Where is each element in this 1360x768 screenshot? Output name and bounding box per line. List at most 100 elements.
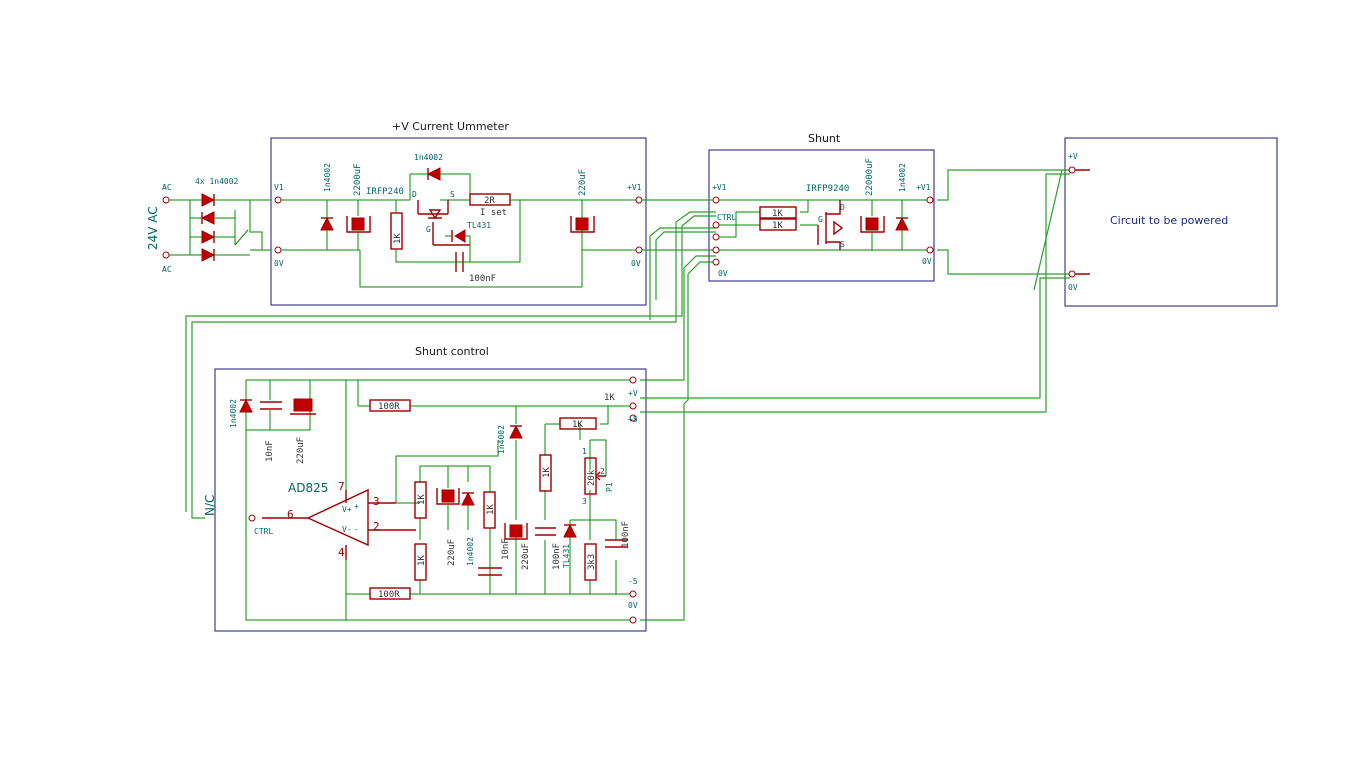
control-r1k-e (559, 417, 597, 430)
control-r1k-a-label: 1K (417, 494, 427, 505)
control-cap2-label: 220uF (296, 437, 306, 464)
control-m5-label: -5 (628, 577, 638, 586)
control-r3k3 (584, 543, 597, 581)
control-cap6-label: 100nF (552, 543, 562, 570)
ammeter-2r-label: 2R (484, 196, 495, 206)
shunt-resistor-1 (759, 206, 797, 219)
shunt-ctrl-pin-3[interactable] (712, 246, 720, 254)
shunt-v1-out-pin[interactable] (926, 196, 934, 204)
shunt-mosfet-label: IRFP9240 (806, 184, 849, 194)
shunt-diode (895, 200, 909, 250)
ammeter-mosfet-s: S (450, 190, 455, 199)
control-ctrl-pin[interactable] (248, 514, 256, 522)
shunt-ctrl-pin-2[interactable] (712, 233, 720, 241)
control-cap-100nf (535, 527, 556, 536)
ammeter-cap-220uf (570, 216, 595, 233)
opamp-pin-2: 2 (373, 520, 380, 533)
control-ctrl-label: CTRL (254, 527, 273, 536)
control-5-pin-b[interactable] (629, 414, 637, 422)
control-diode2-label: 1n4002 (466, 537, 475, 566)
opamp-vminus: V- (342, 525, 352, 534)
ammeter-title: +V Current Ummeter (392, 120, 509, 133)
ammeter-mosfet (417, 200, 470, 246)
control-diode3-label: 1n4002 (497, 425, 506, 454)
shunt-mosfet (817, 200, 844, 250)
shunt-circuit: +V1 CTRL 0V IRFP9240 1K 1K G D S 22000uF… (712, 158, 934, 278)
ammeter-0v-out-label: 0V (631, 259, 641, 268)
shunt-0v-pin[interactable] (712, 258, 720, 266)
ammeter-diode (320, 200, 334, 250)
shunt-mosfet-g: G (818, 215, 823, 224)
ammeter-mosfet-label: IRFP240 (366, 187, 404, 197)
opamp-pin-4: 4 (338, 546, 345, 559)
control-v-pin[interactable] (629, 376, 637, 384)
powered-circuit-sheet[interactable] (1064, 137, 1278, 307)
input-section: 24V AC AC AC 4x 1n4002 (146, 177, 271, 274)
ammeter-circuit: V1 0V 1n4002 2200uF IRFP240 1K D S G 1n4… (274, 153, 643, 288)
ammeter-0v-out-pin[interactable] (635, 246, 643, 254)
control-diode (239, 398, 253, 413)
shunt-0v-out-pin[interactable] (926, 246, 934, 254)
shunt-diode-label: 1n4002 (898, 163, 907, 192)
ammeter-mosfet-g: G (426, 225, 431, 234)
control-v-label: +V (628, 389, 638, 398)
control-r3k3-label: 3k3 (587, 554, 597, 570)
control-circuit: 1n4002 10nF 220uF 100R 100R AD825 7 6 3 … (203, 376, 638, 624)
ammeter-v1-out-pin[interactable] (635, 196, 643, 204)
control-cap5-label: 220uF (521, 543, 531, 570)
ammeter-0v-in-pin[interactable] (274, 246, 282, 254)
opamp-pin-6: 6 (287, 508, 294, 521)
bridge-diode-1 (201, 193, 216, 207)
control-cap3-label: 220uF (447, 539, 457, 566)
control-cap7-label: 100nF (621, 521, 631, 548)
ac-top-terminal[interactable] (162, 196, 170, 204)
control-0v-label: 0V (628, 601, 638, 610)
control-pot-20k[interactable] (584, 439, 607, 495)
shunt-v1-label: +V1 (712, 183, 727, 192)
bridge-diode-4 (201, 248, 216, 262)
control-opamp-label: AD825 (288, 481, 328, 495)
control-r1k-c-label: 1K (486, 504, 496, 515)
control-cap-10nf-b (478, 567, 502, 576)
shunt-v1-pin[interactable] (712, 196, 720, 204)
ammeter-cap-100nf (433, 200, 521, 272)
control-sheet[interactable] (214, 368, 647, 632)
control-r1k-a (414, 481, 427, 519)
ammeter-1k-label: 1K (393, 233, 403, 244)
ammeter-diode-top-label: 1n4002 (414, 153, 443, 162)
control-m5-pin[interactable] (629, 590, 637, 598)
ammeter-cap3-label: 220uF (578, 169, 588, 196)
ammeter-resistor-2r (469, 193, 511, 206)
ammeter-sheet[interactable] (270, 137, 647, 306)
ammeter-cap-2200uf (346, 200, 371, 250)
control-r-top-label: 100R (378, 402, 400, 412)
shunt-mosfet-s: S (840, 240, 845, 249)
control-r1k-b (414, 543, 427, 581)
bridge-diode-2 (200, 211, 215, 225)
control-0v-pin[interactable] (629, 616, 637, 624)
ammeter-mosfet-d: D (412, 190, 417, 199)
shunt-ctrl-pin-1[interactable] (712, 221, 720, 229)
control-pot-pin-1: 1 (582, 447, 587, 456)
control-tl431-label: TL431 (562, 544, 571, 568)
opamp-vplus: V+ (342, 505, 352, 514)
control-r1k-c (483, 491, 496, 529)
powered-0v-pin[interactable] (1068, 270, 1076, 278)
control-cap-100nf-b (605, 539, 628, 548)
control-diode-2 (461, 491, 475, 506)
control-nc-label: N/C (203, 495, 217, 516)
powered-v-pin[interactable] (1068, 166, 1076, 174)
ac-bottom-terminal[interactable] (162, 251, 170, 259)
powered-0v-label: 0V (1068, 283, 1078, 292)
shunt-cap-22000uf (860, 200, 885, 250)
ammeter-cap-label: 2200uF (353, 163, 363, 196)
control-5-pin-a[interactable] (629, 402, 637, 410)
powered-v-label: +V (1068, 152, 1078, 161)
input-voltage-label: 24V AC (146, 206, 160, 250)
ammeter-v1-in-pin[interactable] (274, 196, 282, 204)
shunt-r2-label: 1K (772, 221, 783, 231)
control-title: Shunt control (415, 345, 489, 358)
control-opamp[interactable] (262, 488, 416, 560)
ammeter-diode-top (409, 167, 471, 200)
